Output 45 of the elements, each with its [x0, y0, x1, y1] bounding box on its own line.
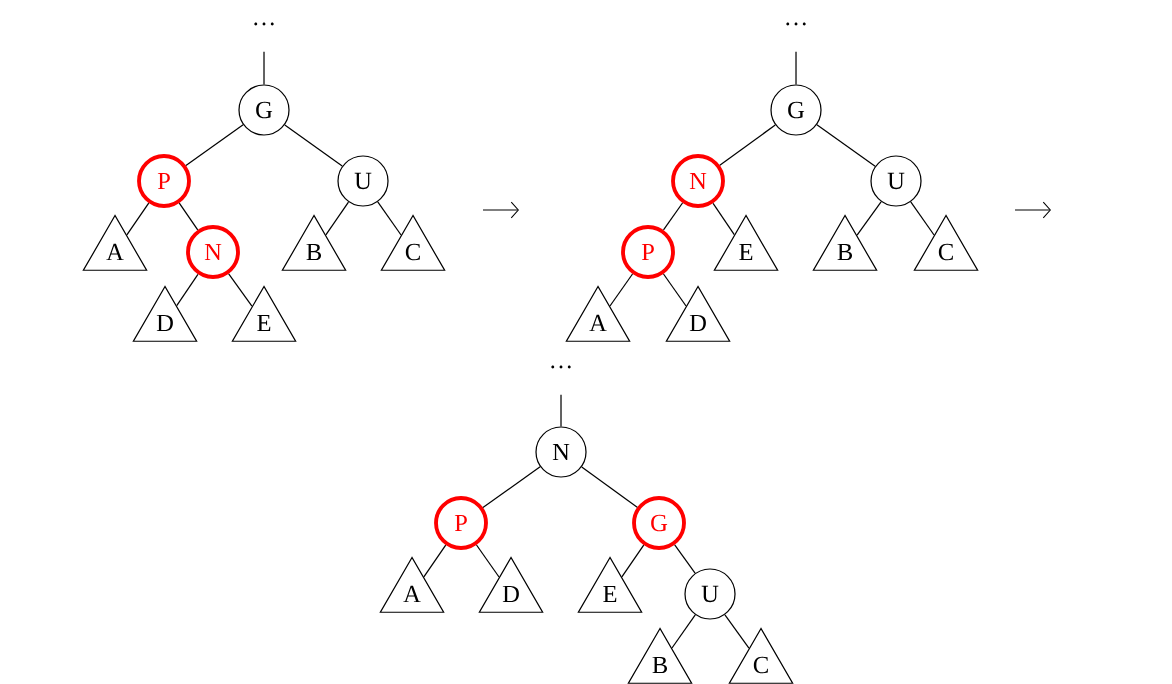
tree-edge	[910, 201, 935, 236]
tree-edge	[284, 124, 343, 167]
subtree-triangle: A	[565, 285, 631, 342]
tree-edge	[856, 201, 882, 236]
tree-edge	[185, 124, 244, 167]
tree-edge	[178, 202, 199, 231]
subtree-triangle: C	[913, 214, 979, 271]
tree-edge	[816, 124, 876, 167]
tree-edge	[126, 202, 150, 236]
tree-edge	[581, 466, 638, 508]
tree-edge	[795, 51, 797, 85]
subtree-triangle: D	[665, 285, 731, 342]
tree-edge	[482, 466, 541, 509]
tree-edge	[671, 614, 696, 649]
subtree-triangle: D	[132, 285, 198, 342]
subtree-triangle: A	[379, 556, 445, 613]
tree-edge	[377, 201, 402, 236]
tree-edge	[228, 273, 253, 307]
subtree-triangle: B	[812, 214, 878, 271]
subtree-triangle: A	[82, 214, 148, 271]
tree-edge	[609, 273, 634, 307]
subtree-triangle: E	[231, 285, 297, 342]
subtree-triangle: C	[728, 627, 794, 684]
tree-edge	[674, 544, 696, 574]
ellipsis: …	[254, 22, 274, 26]
tree-edge	[662, 273, 687, 307]
subtree-triangle: B	[281, 214, 347, 271]
tree-edge	[621, 544, 645, 578]
tree-edge	[712, 202, 735, 236]
tree-edge	[662, 202, 684, 231]
ellipsis: …	[551, 365, 571, 369]
subtree-triangle: E	[713, 214, 779, 271]
subtree-triangle: B	[627, 627, 693, 684]
tree-edge	[325, 201, 350, 236]
subtree-triangle: C	[380, 214, 446, 271]
tree-edge	[724, 614, 750, 649]
subtree-triangle: E	[577, 556, 643, 613]
tree-edge	[475, 544, 500, 578]
tree-edge	[560, 394, 562, 427]
subtree-triangle: D	[478, 556, 544, 613]
tree-edge	[263, 51, 265, 85]
tree-edge	[423, 544, 447, 578]
tree-edge	[719, 124, 776, 166]
ellipsis: …	[786, 22, 806, 26]
tree-edge	[176, 273, 199, 307]
